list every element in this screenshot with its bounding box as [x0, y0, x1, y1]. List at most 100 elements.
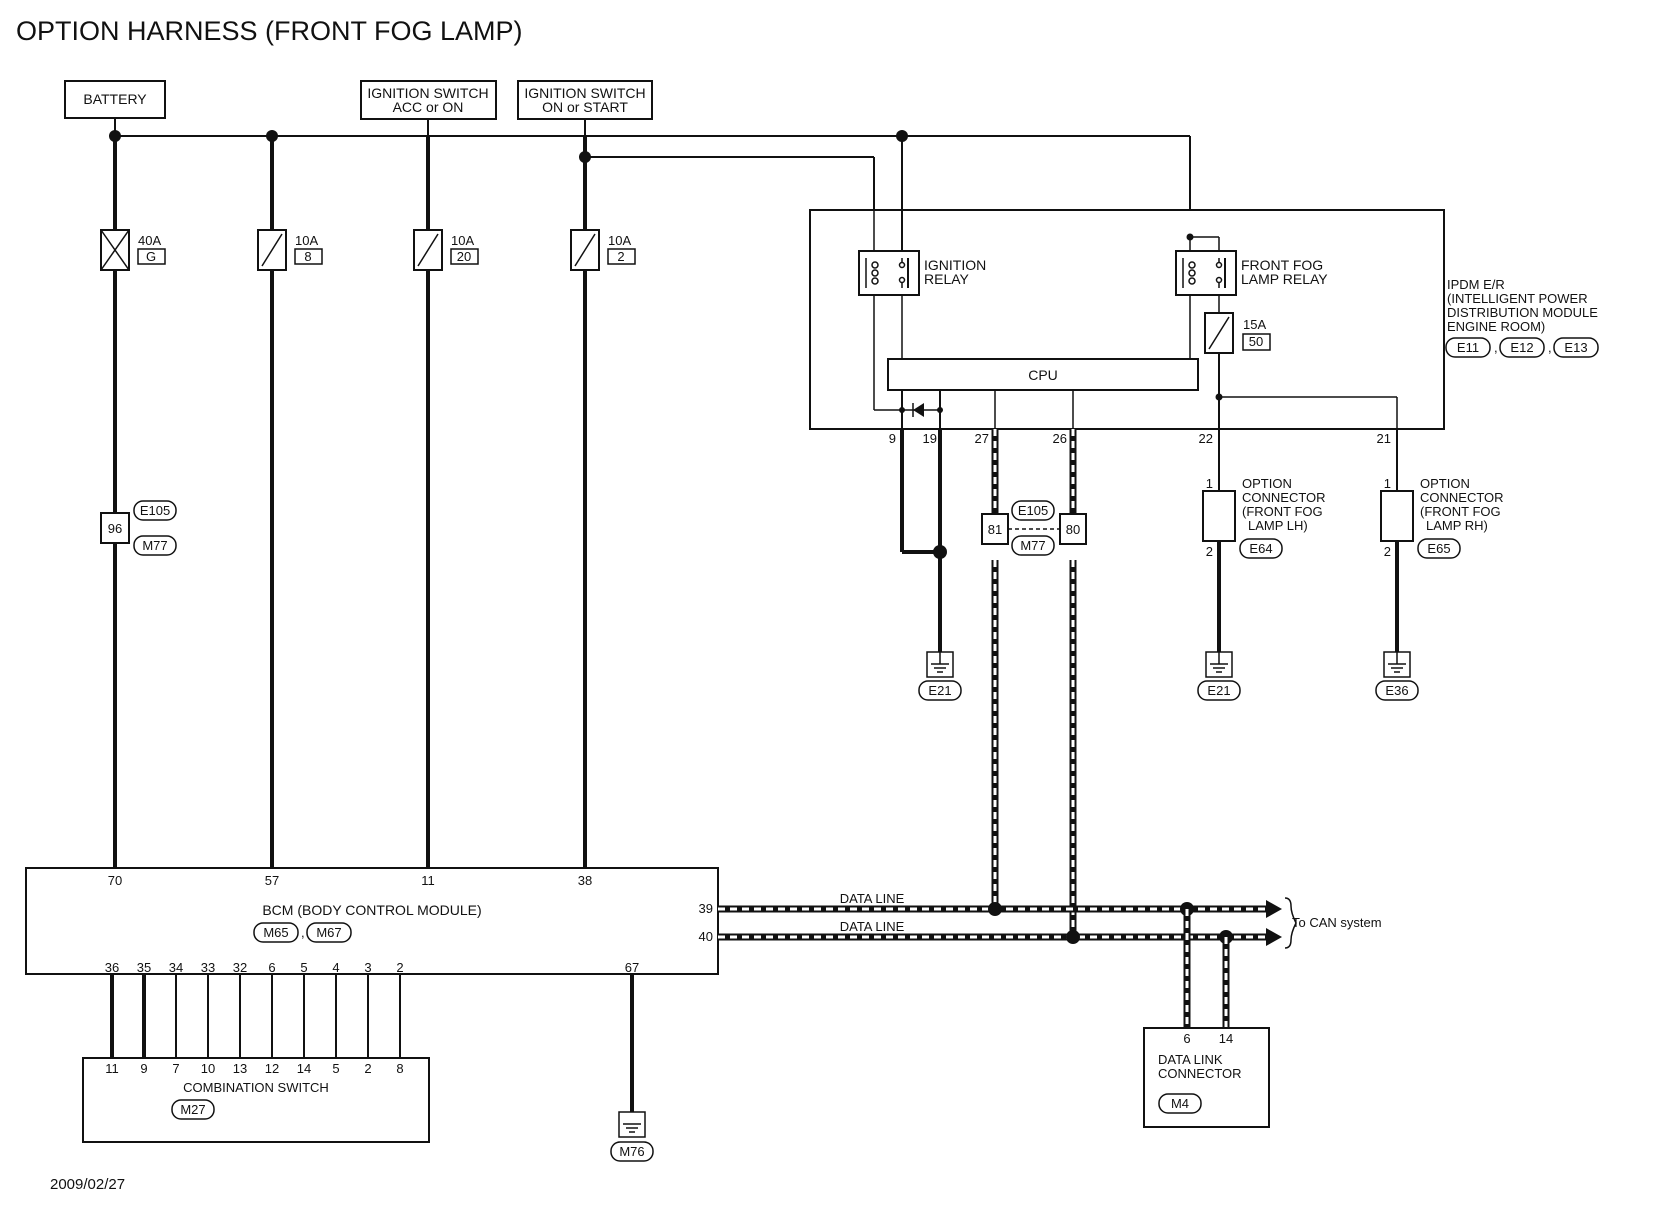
- ipdm-er-module: IGNITION RELAY FRONT FOG LAMP RELAY: [809, 209, 1445, 446]
- fuse-15a-id: 50: [1249, 334, 1263, 349]
- can-arrow-39: [1266, 900, 1282, 918]
- joint-pin-80: 80: [1066, 522, 1080, 537]
- bcm-module: 70 57 11 38 BCM (BODY CONTROL MODULE) M6…: [25, 867, 719, 975]
- connector-m77-mid: M77: [1020, 538, 1045, 553]
- dlc-label-1: DATA LINK: [1158, 1052, 1223, 1067]
- combo-pin-8: 8: [396, 1061, 403, 1076]
- diagram-date: 2009/02/27: [50, 1176, 125, 1193]
- combination-switch: 11 9 7 10 13 12 14 5 2 8 COMBINATION SWI…: [82, 1057, 430, 1143]
- ipdm-pin-19: 19: [923, 431, 937, 446]
- connector-e65: E65: [1427, 541, 1450, 556]
- fuse-10a-2-id: 2: [617, 249, 624, 264]
- ipdm-connector-e12: E12: [1510, 340, 1533, 355]
- combo-pin-10: 10: [201, 1061, 215, 1076]
- fog-relay-label-2: LAMP RELAY: [1241, 271, 1328, 287]
- combination-switch-wires: [110, 974, 401, 1058]
- fuse-40a-amps: 40A: [138, 233, 161, 248]
- option-connector-rh: 1 2 OPTION CONNECTOR (FRONT FOG LAMP RH)…: [1375, 429, 1504, 701]
- bcm-bottom-pin-4: 4: [332, 960, 339, 975]
- combo-connector-m27: M27: [180, 1102, 205, 1117]
- combo-pin-5: 5: [332, 1061, 339, 1076]
- bcm-bottom-pin-35: 35: [137, 960, 151, 975]
- ground-e21-ipdm: E21: [928, 683, 951, 698]
- joint-connector-96: 96: [108, 521, 122, 536]
- bcm-bottom-pin-32: 32: [233, 960, 247, 975]
- ipdm-pin-9: 9: [889, 431, 896, 446]
- ign-start-label-1: IGNITION SWITCH: [524, 85, 645, 101]
- ignition-switch-acc-source: IGNITION SWITCH ACC or ON: [360, 80, 497, 120]
- ground-e36: E36: [1385, 683, 1408, 698]
- connector-m77-left: M77: [142, 538, 167, 553]
- combo-pin-14: 14: [297, 1061, 311, 1076]
- dlc-pin-14: 14: [1219, 1031, 1233, 1046]
- ipdm-pin-22: 22: [1199, 431, 1213, 446]
- option-rh-pin-bottom: 2: [1384, 544, 1391, 559]
- connector-e105-left: E105: [140, 503, 170, 518]
- option-lh-label-2: CONNECTOR: [1242, 490, 1326, 505]
- can-bus-lines: DATA LINE DATA LINE To CAN system: [718, 891, 1382, 949]
- fuse-10a-2-amps: 10A: [608, 233, 631, 248]
- data-link-connector: 6 14 DATA LINK CONNECTOR M4: [1143, 1027, 1270, 1128]
- ign-acc-label-1: IGNITION SWITCH: [367, 85, 488, 101]
- joint-pin-81: 81: [988, 522, 1002, 537]
- cpu-label: CPU: [1028, 367, 1058, 383]
- bcm-pin-38: 38: [578, 873, 592, 888]
- option-lh-pin-top: 1: [1206, 476, 1213, 491]
- fuse-column-10a-20: 10A 20: [413, 136, 479, 868]
- bcm-bottom-pin-36: 36: [105, 960, 119, 975]
- bcm-pin-11: 11: [421, 873, 435, 888]
- bcm-pin-40: 40: [699, 929, 713, 944]
- bcm-bottom-pin-2: 2: [396, 960, 403, 975]
- fuse-column-battery: 40A G 96 E105 M77: [100, 136, 177, 868]
- fuse-40a-id: G: [146, 249, 156, 264]
- option-lh-label-1: OPTION: [1242, 476, 1292, 491]
- connector-e64: E64: [1249, 541, 1272, 556]
- bcm-pin-57: 57: [265, 873, 279, 888]
- dlc-connector-m4: M4: [1171, 1096, 1189, 1111]
- ipdm-label-3: DISTRIBUTION MODULE: [1447, 305, 1598, 320]
- ipdm-connector-e11: E11: [1457, 340, 1479, 355]
- combo-pin-12: 12: [265, 1061, 279, 1076]
- ignition-relay-label-2: RELAY: [924, 271, 970, 287]
- bcm-connector-m65: M65: [263, 925, 288, 940]
- ign-start-label-2: ON or START: [542, 99, 628, 115]
- data-line-label-1: DATA LINE: [840, 891, 905, 906]
- combo-pin-11: 11: [105, 1061, 119, 1076]
- dlc-can-drops: [1183, 909, 1230, 1028]
- combo-pin-2: 2: [364, 1061, 371, 1076]
- fuse-column-10a-2: 10A 2: [570, 136, 636, 868]
- ground-e21-lh: E21: [1207, 683, 1230, 698]
- bcm-bottom-pin-6: 6: [268, 960, 275, 975]
- ground-m76: M76: [619, 1144, 644, 1159]
- diode-symbol: [913, 403, 924, 417]
- combo-pin-9: 9: [140, 1061, 147, 1076]
- ipdm-can-lines: 81 80 E105 M77: [981, 429, 1087, 937]
- option-rh-label-2: CONNECTOR: [1420, 490, 1504, 505]
- ipdm-ground-circuit: E21: [900, 429, 962, 701]
- fuse-10a-20-amps: 10A: [451, 233, 474, 248]
- diagram-title: OPTION HARNESS (FRONT FOG LAMP): [16, 16, 523, 46]
- bcm-bottom-pin-33: 33: [201, 960, 215, 975]
- option-lh-label-4: LAMP LH): [1248, 518, 1308, 533]
- fog-relay-label-1: FRONT FOG: [1241, 257, 1323, 273]
- option-rh-label-1: OPTION: [1420, 476, 1470, 491]
- ipdm-label-1: IPDM E/R: [1447, 277, 1505, 292]
- battery-label: BATTERY: [83, 91, 147, 107]
- ipdm-label: IPDM E/R (INTELLIGENT POWER DISTRIBUTION…: [1445, 277, 1599, 358]
- option-connector-lh: 1 2 OPTION CONNECTOR (FRONT FOG LAMP LH)…: [1197, 429, 1326, 701]
- dlc-label-2: CONNECTOR: [1158, 1066, 1242, 1081]
- svg-text:,: ,: [1494, 340, 1498, 355]
- combo-pin-13: 13: [233, 1061, 247, 1076]
- dlc-pin-6: 6: [1183, 1031, 1190, 1046]
- ignition-relay-label-1: IGNITION: [924, 257, 986, 273]
- ign-acc-label-2: ACC or ON: [393, 99, 464, 115]
- ipdm-pin-21: 21: [1377, 431, 1391, 446]
- bcm-name: BCM (BODY CONTROL MODULE): [262, 902, 481, 918]
- bcm-pin-67: 67: [625, 960, 639, 975]
- bcm-pin-70: 70: [108, 873, 122, 888]
- ipdm-label-4: ENGINE ROOM): [1447, 319, 1545, 334]
- can-system-label: To CAN system: [1292, 915, 1382, 930]
- bcm-bottom-pin-3: 3: [364, 960, 371, 975]
- bcm-ground-m76: M76: [610, 974, 654, 1162]
